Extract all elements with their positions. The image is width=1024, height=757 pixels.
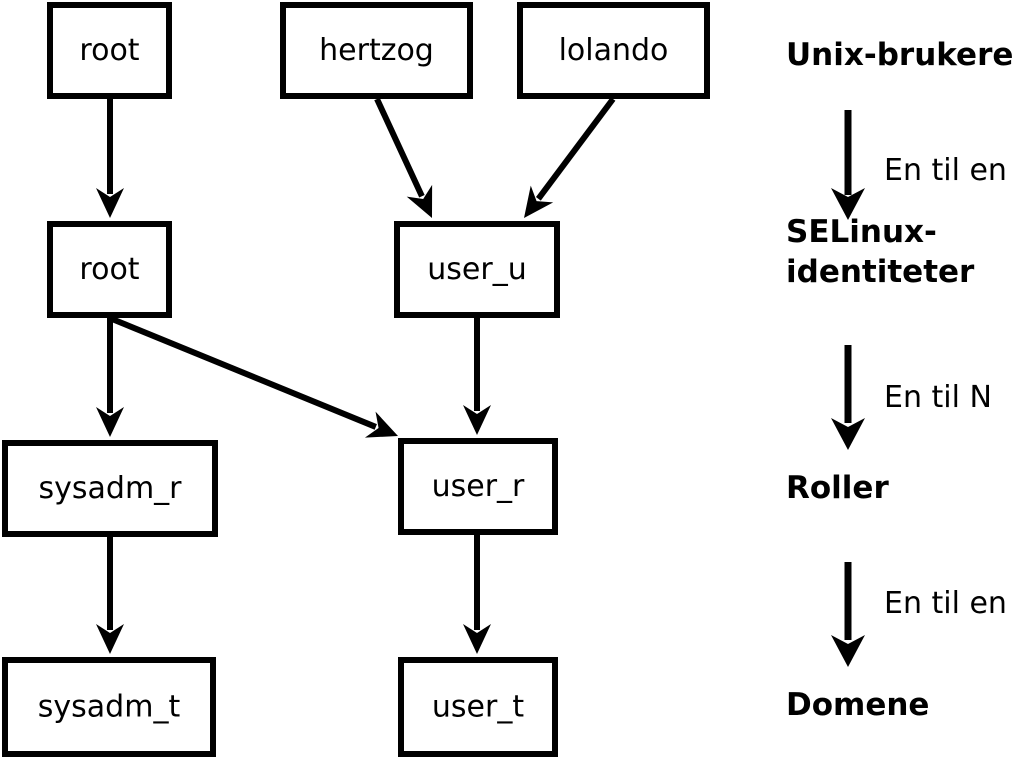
node-sysadm_t[interactable]: sysadm_t [2, 657, 216, 757]
legend-arrow-head [831, 188, 865, 220]
node-unix_lolando[interactable]: lolando [517, 2, 710, 99]
node-user_r[interactable]: user_r [398, 438, 558, 535]
legend-layer: En til en En til N En til en Unix-brukereSE… [786, 37, 1013, 723]
legend-transition-tr-2: En til N [831, 345, 992, 450]
node-label-unix_lolando: lolando [559, 33, 669, 68]
node-label-sysadm_r: sysadm_r [39, 471, 183, 506]
node-box-sel_root [47, 221, 172, 318]
node-label-sel_root: root [79, 252, 139, 287]
edge-sel_root-to-sysadm_r-head [96, 407, 124, 437]
node-sel_user_u[interactable]: user_u [394, 221, 560, 318]
node-box-sel_user_u [394, 221, 560, 318]
node-label-unix_hertzog: hertzog [319, 33, 434, 68]
edge-sel_root-to-user_r-shaft [110, 316, 377, 430]
node-label-user_t: user_t [432, 690, 524, 725]
edge-sysadm_r-to-sysadm_t [96, 537, 124, 654]
node-box-sysadm_t [2, 657, 216, 757]
node-box-unix_lolando [517, 2, 710, 99]
edge-unix_root-to-sel_root-head [96, 188, 124, 218]
legend-level-label: Roller [786, 470, 889, 506]
legend-level-label: Domene [786, 687, 929, 723]
edge-sel_user_u-to-user_r [463, 318, 491, 435]
edge-user_r-to-user_t-head [463, 624, 491, 654]
node-unix_hertzog[interactable]: hertzog [280, 2, 473, 99]
node-box-sysadm_r [2, 440, 218, 537]
edge-sel_root-to-user_r-head [364, 411, 398, 438]
legend-arrow-head [831, 418, 865, 450]
edge-unix_hertzog-to-sel_user_u-shaft [374, 97, 425, 198]
node-box-user_t [398, 657, 558, 757]
node-user_t[interactable]: user_t [398, 657, 558, 757]
legend-transition-tr-3: En til en [831, 562, 1007, 667]
node-sel_root[interactable]: root [47, 221, 172, 318]
node-label-sel_user_u: user_u [427, 252, 526, 287]
edge-unix_lolando-to-sel_user_u-shaft [535, 97, 616, 201]
node-box-unix_root [47, 2, 172, 99]
legend-level-lvl-domene: Domene [786, 687, 929, 723]
edge-unix_lolando-to-sel_user_u-head [524, 185, 554, 218]
edge-sel_root-to-user_r [110, 316, 398, 438]
legend-level-lvl-roller: Roller [786, 470, 889, 506]
edge-unix_root-to-sel_root [96, 99, 124, 218]
edge-sel_root-to-sysadm_r [96, 318, 124, 437]
edge-sysadm_r-to-sysadm_t-head [96, 624, 124, 654]
edges-layer [96, 97, 616, 654]
legend-level-label: Unix-brukere [786, 37, 1013, 73]
node-label-user_r: user_r [432, 469, 525, 504]
edge-unix_hertzog-to-sel_user_u-head [406, 184, 433, 218]
legend-transition-label: En til N [884, 380, 992, 415]
node-sysadm_r[interactable]: sysadm_r [2, 440, 218, 537]
legend-transition-label: En til en [884, 586, 1007, 621]
legend-level-label: SELinux- [786, 214, 937, 250]
legend-transition-tr-1: En til en [831, 110, 1007, 220]
legend-level-lvl-unix: Unix-brukere [786, 37, 1013, 73]
legend-arrow-head [831, 635, 865, 667]
edge-unix_hertzog-to-sel_user_u [374, 97, 433, 218]
node-box-unix_hertzog [280, 2, 473, 99]
edge-user_r-to-user_t [463, 535, 491, 654]
legend-level-label: identiteter [786, 254, 975, 290]
legend-level-lvl-selinux: SELinux-identiteter [786, 214, 975, 290]
edge-unix_lolando-to-sel_user_u [524, 97, 616, 218]
node-box-user_r [398, 438, 558, 535]
legend-transition-label: En til en [884, 153, 1007, 188]
node-label-unix_root: root [79, 33, 139, 68]
node-label-sysadm_t: sysadm_t [38, 690, 181, 725]
edge-sel_user_u-to-user_r-head [463, 405, 491, 435]
node-unix_root[interactable]: root [47, 2, 172, 99]
